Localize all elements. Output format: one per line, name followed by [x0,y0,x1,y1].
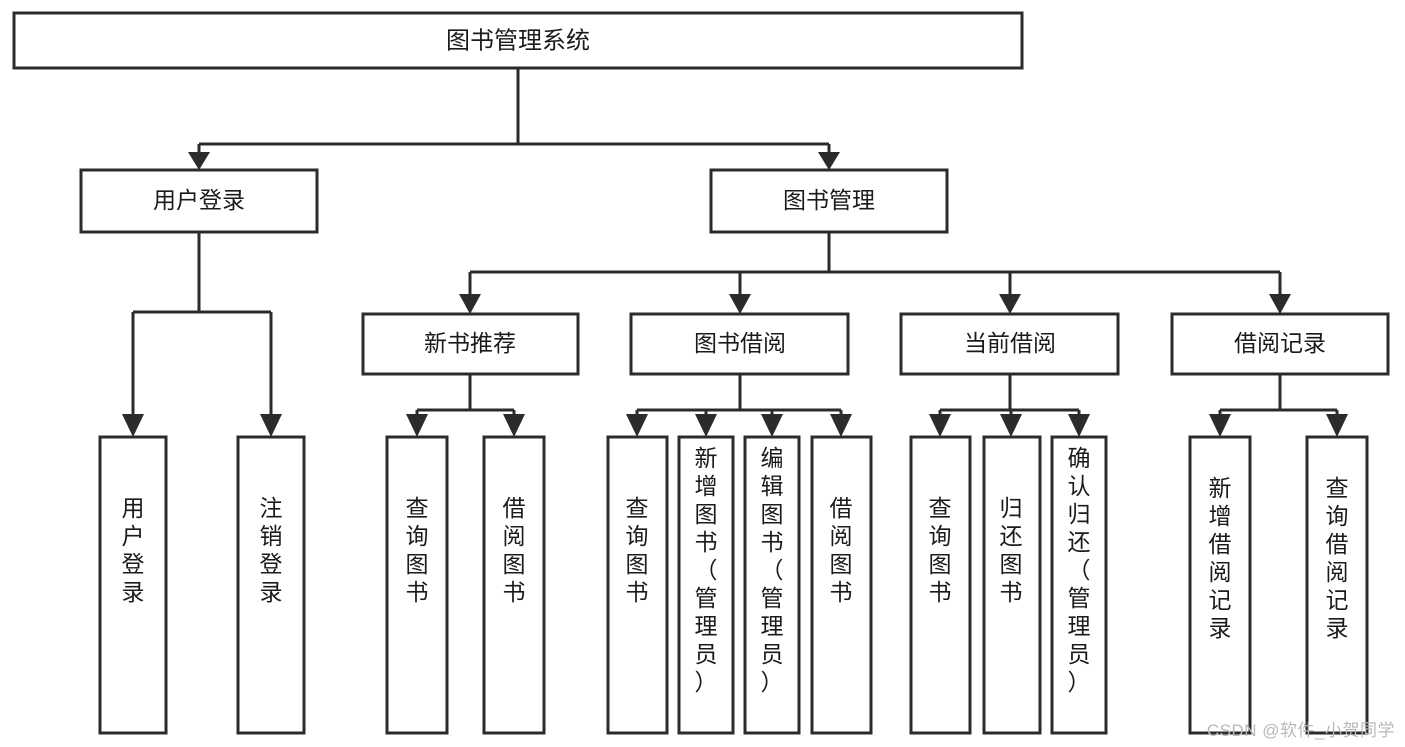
leaf-node[interactable]: 用户登录 [98,435,168,735]
arrowhead-book-borrow [729,294,751,314]
node-new-book-recommend[interactable]: 新书推荐 [361,312,580,376]
leaf-box[interactable] [1188,435,1252,735]
arrowhead-br-add [1209,414,1231,437]
leaf-box[interactable] [909,435,972,735]
node-user-login[interactable]: 用户登录 [79,168,319,234]
leaf-label: 借阅图书 [830,495,853,605]
leaf-node[interactable]: 编辑图书（管理员） [743,435,801,735]
arrowhead-user-login [188,152,210,170]
connectors [122,68,1348,437]
leaf-label: 借阅图书 [503,495,526,605]
leaf-node[interactable]: 确认归还（管理员） [1050,435,1108,735]
arrowhead-bb-query [626,414,648,437]
leaf-label: 用户登录 [122,495,145,605]
node-root-system[interactable]: 图书管理系统 [12,11,1024,70]
node-book-management[interactable]: 图书管理 [709,168,949,234]
leaf-box[interactable] [482,435,546,735]
arrowhead-br-query [1326,414,1348,437]
leaf-node[interactable]: 查询借阅记录 [1305,435,1369,735]
borrow-record-box[interactable] [1170,312,1390,376]
book-borrow-label: 图书借阅 [694,330,786,356]
leaf-label: 查询借阅记录 [1326,475,1349,641]
arrowhead-leaf-logout [260,414,282,437]
new-book-recommend-box[interactable] [361,312,580,376]
leaf-node[interactable]: 注销登录 [236,435,306,735]
new-book-recommend-label: 新书推荐 [424,330,516,356]
leaf-label: 查询图书 [626,495,649,605]
arrowhead-cb-confirm [1068,414,1090,437]
arrowhead-bb-lend [830,414,852,437]
book-management-box[interactable] [709,168,949,234]
leaf-node[interactable]: 借阅图书 [810,435,873,735]
leaf-label: 查询图书 [406,495,429,605]
root-box[interactable] [12,11,1024,70]
borrow-record-label: 借阅记录 [1234,330,1326,356]
root-label: 图书管理系统 [446,27,590,54]
leaf-box[interactable] [385,435,449,735]
leaf-label: 查询图书 [929,495,952,605]
arrowhead-leaf-user-login [122,414,144,437]
leaf-box[interactable] [606,435,669,735]
leaf-node[interactable]: 查询图书 [606,435,669,735]
leaf-box[interactable] [982,435,1042,735]
arrowhead-cb-query [929,414,951,437]
arrowhead-book-mgmt [818,152,840,170]
leaf-node[interactable]: 查询图书 [909,435,972,735]
current-borrow-label: 当前借阅 [964,330,1056,356]
node-book-borrow[interactable]: 图书借阅 [629,312,850,376]
arrowhead-current-borrow [999,294,1021,314]
leaf-node[interactable]: 查询图书 [385,435,449,735]
leaf-label: 编辑图书（管理员） [761,445,784,695]
leaf-box[interactable] [236,435,306,735]
leaf-node[interactable]: 归还图书 [982,435,1042,735]
leaf-label: 新增借阅记录 [1209,475,1232,641]
arrowhead-borrow-record [1269,294,1291,314]
node-current-borrow[interactable]: 当前借阅 [899,312,1120,376]
book-management-label: 图书管理 [783,187,875,213]
leaf-box[interactable] [98,435,168,735]
leaf-box[interactable] [810,435,873,735]
arrowhead-bb-add [695,414,717,437]
leaf-label: 归还图书 [1000,495,1023,605]
arrowhead-nb-query [406,414,428,437]
leaf-box[interactable] [1305,435,1369,735]
leaf-node[interactable]: 新增借阅记录 [1188,435,1252,735]
arrowhead-cb-return [1000,414,1022,437]
leaf-label: 新增图书（管理员） [695,445,718,695]
leaf-label: 注销登录 [260,495,283,605]
leaf-node[interactable]: 借阅图书 [482,435,546,735]
user-login-label: 用户登录 [153,187,245,213]
arrowhead-new-book [459,294,481,314]
arrowhead-nb-borrow [503,414,525,437]
leaf-box[interactable] [1050,435,1108,735]
user-login-box[interactable] [79,168,319,234]
book-borrow-box[interactable] [629,312,850,376]
node-borrow-record[interactable]: 借阅记录 [1170,312,1390,376]
current-borrow-box[interactable] [899,312,1120,376]
leaf-node[interactable]: 新增图书（管理员） [677,435,735,735]
leaf-box[interactable] [677,435,735,735]
leaf-box[interactable] [743,435,801,735]
leaf-label: 确认归还（管理员） [1068,445,1091,695]
arrowhead-bb-edit [761,414,783,437]
